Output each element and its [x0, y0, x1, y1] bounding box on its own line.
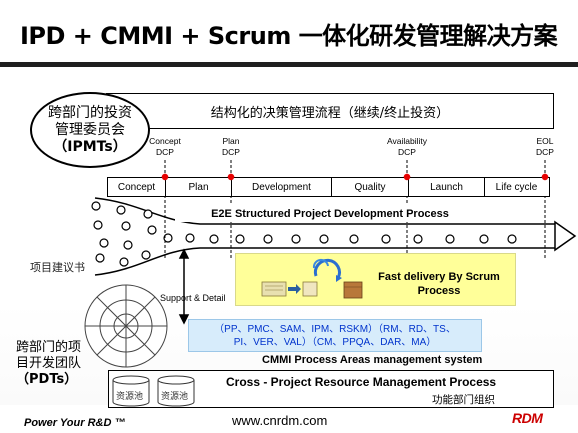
dcp-bottom-text: DCP [156, 147, 174, 157]
project-circle [99, 238, 109, 248]
rdm-logo: RDM [512, 410, 543, 426]
project-circle [143, 209, 153, 219]
scrum-panel [235, 253, 516, 306]
project-circle [163, 233, 173, 243]
project-circle [123, 240, 133, 250]
project-circle [479, 234, 489, 244]
phase-bar: Concept Plan Development Quality Launch … [107, 177, 550, 197]
project-circle [119, 257, 129, 267]
project-circle [185, 233, 195, 243]
resource-pool-label: 资源池 [116, 392, 144, 402]
dcp-top-text: Plan [222, 136, 240, 146]
dcp-top-text: Availability [386, 136, 427, 146]
support-arrow [178, 248, 190, 325]
project-circle [349, 234, 359, 244]
dcp-bottom-text: DCP [536, 147, 554, 157]
project-circle [209, 234, 219, 244]
scrum-caption: Fast delivery By Scrum Process [372, 270, 506, 298]
project-circle [91, 201, 101, 211]
project-circle [381, 234, 391, 244]
dcp-dots [142, 125, 549, 181]
pdt-line1: 跨部门的项 [16, 340, 82, 355]
resource-process-title: Cross - Project Resource Management Proc… [226, 375, 497, 389]
resource-pool-cylinder [112, 380, 150, 407]
project-circles [91, 201, 517, 267]
resource-pool-label: 资源池 [161, 392, 189, 402]
phase-quality: Quality [332, 178, 409, 196]
ipmt-committee: 跨部门的投资 管理委员会 （IPMTs） [30, 92, 150, 168]
project-circle [319, 234, 329, 244]
project-circle [291, 234, 301, 244]
scrum-cycle-icon [261, 258, 363, 299]
decision-process-label: 结构化的决策管理流程（继续/终止投资） [210, 105, 450, 121]
phase-life-cycle: Life cycle [495, 181, 538, 193]
dcp-label-availability: Availability DCP [380, 136, 434, 158]
cmmi-process-areas: （PP、PMC、SAM、IPM、RSKM）（RM、RD、TS、 PI、VER、V… [188, 319, 482, 352]
project-circle [413, 234, 423, 244]
resource-pool-icons [112, 375, 195, 407]
project-circle [141, 250, 151, 260]
scrum-line1: Fast delivery By Scrum [378, 271, 500, 283]
support-detail-label: Support & Detail [160, 293, 226, 303]
footer-url[interactable]: www.cnrdm.com [232, 413, 328, 428]
cmmi-caption: CMMI Process Areas management system [262, 354, 483, 366]
e2e-process-label: E2E Structured Project Development Proce… [175, 205, 485, 222]
decision-process-bar: 结构化的决策管理流程（继续/终止投资） [106, 93, 554, 129]
title-divider [0, 62, 578, 67]
pdt-line3: （PDTs） [16, 372, 78, 387]
pdt-wheel-icon [84, 284, 168, 368]
project-circle [116, 205, 126, 215]
project-circle [445, 234, 455, 244]
project-circle [263, 234, 273, 244]
pdt-line2: 目开发团队 [16, 356, 82, 371]
phase-development: Development [232, 178, 332, 196]
page-title: IPD + CMMI + Scrum 一体化研发管理解决方案 [20, 22, 558, 50]
dcp-label-plan: Plan DCP [215, 136, 247, 158]
funnel-upper-edge [94, 197, 555, 225]
dcp-label-concept: Concept DCP [148, 136, 182, 158]
dcp-top-text: Concept [149, 136, 181, 146]
dcp-bottom-text: DCP [222, 147, 240, 157]
project-circle [93, 220, 103, 230]
dcp-label-eol: EOL DCP [528, 136, 562, 158]
phase-plan: Plan [166, 178, 232, 196]
ipmt-line2: 管理委员会 [55, 121, 125, 138]
project-circle [235, 234, 245, 244]
functional-org-label: 功能部门组织 [432, 394, 495, 406]
pdt-team-label: 跨部门的项 目开发团队 （PDTs） [16, 340, 81, 388]
funnel-lower-edge [94, 247, 555, 276]
ipmt-line1: 跨部门的投资 [48, 104, 132, 121]
project-circle [121, 221, 131, 231]
cmmi-line2: PI、VER、VAL）（CM、PPQA、DAR、MA） [233, 336, 437, 348]
dcp-bottom-text: DCP [398, 147, 416, 157]
dcp-top-text: EOL [536, 136, 554, 146]
footer-slogan: Power Your R&D ™ [24, 417, 126, 429]
scrum-line2: Process [417, 285, 461, 297]
ipmt-line3: （IPMTs） [53, 138, 127, 155]
project-circle [147, 225, 157, 235]
project-proposal-label: 项目建议书 [30, 261, 85, 274]
resource-pool-cylinder [157, 380, 195, 407]
cmmi-line1: （PP、PMC、SAM、IPM、RSKM）（RM、RD、TS、 [214, 323, 456, 335]
phase-concept: Concept [108, 178, 166, 196]
project-circle [95, 253, 105, 263]
phase-launch: Launch [409, 178, 485, 196]
funnel-arrow [554, 220, 577, 252]
project-circle [507, 234, 517, 244]
